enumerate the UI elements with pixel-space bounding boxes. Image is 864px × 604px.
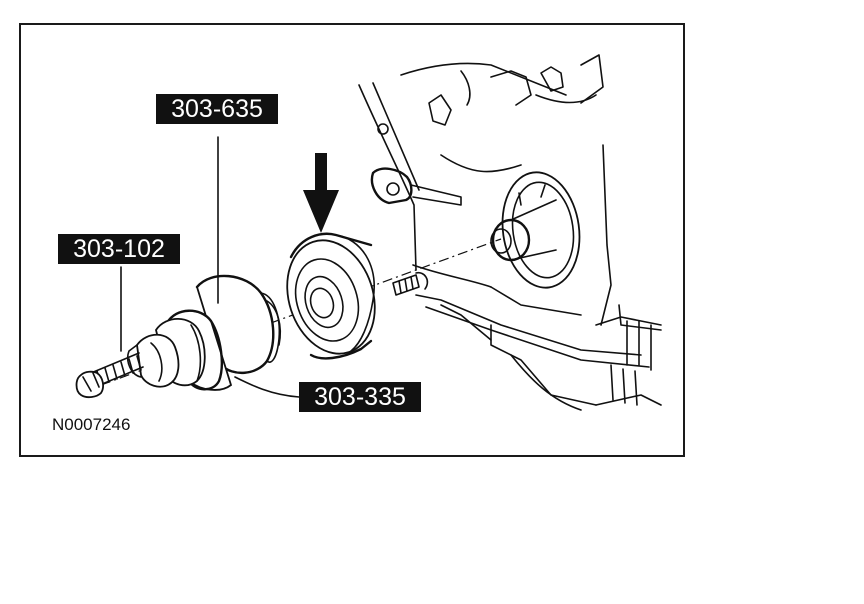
center-axis	[100, 238, 502, 386]
part-label-303-102: 303-102	[58, 234, 180, 264]
figure-code: N0007246	[52, 415, 131, 434]
seal-installer-body	[126, 309, 233, 391]
diagram-frame: 303-635 303-102 303-335 N0007246	[19, 23, 685, 457]
crank-stud	[392, 271, 429, 296]
front-seal	[286, 232, 376, 360]
part-label-303-635: 303-635	[156, 94, 278, 124]
arrow-down-icon	[303, 153, 339, 233]
installation-illustration	[75, 54, 662, 411]
part-label-303-335: 303-335	[299, 382, 421, 412]
forcing-screw	[75, 352, 144, 399]
crankshaft-hub	[490, 171, 581, 289]
leader-lines	[120, 136, 300, 398]
